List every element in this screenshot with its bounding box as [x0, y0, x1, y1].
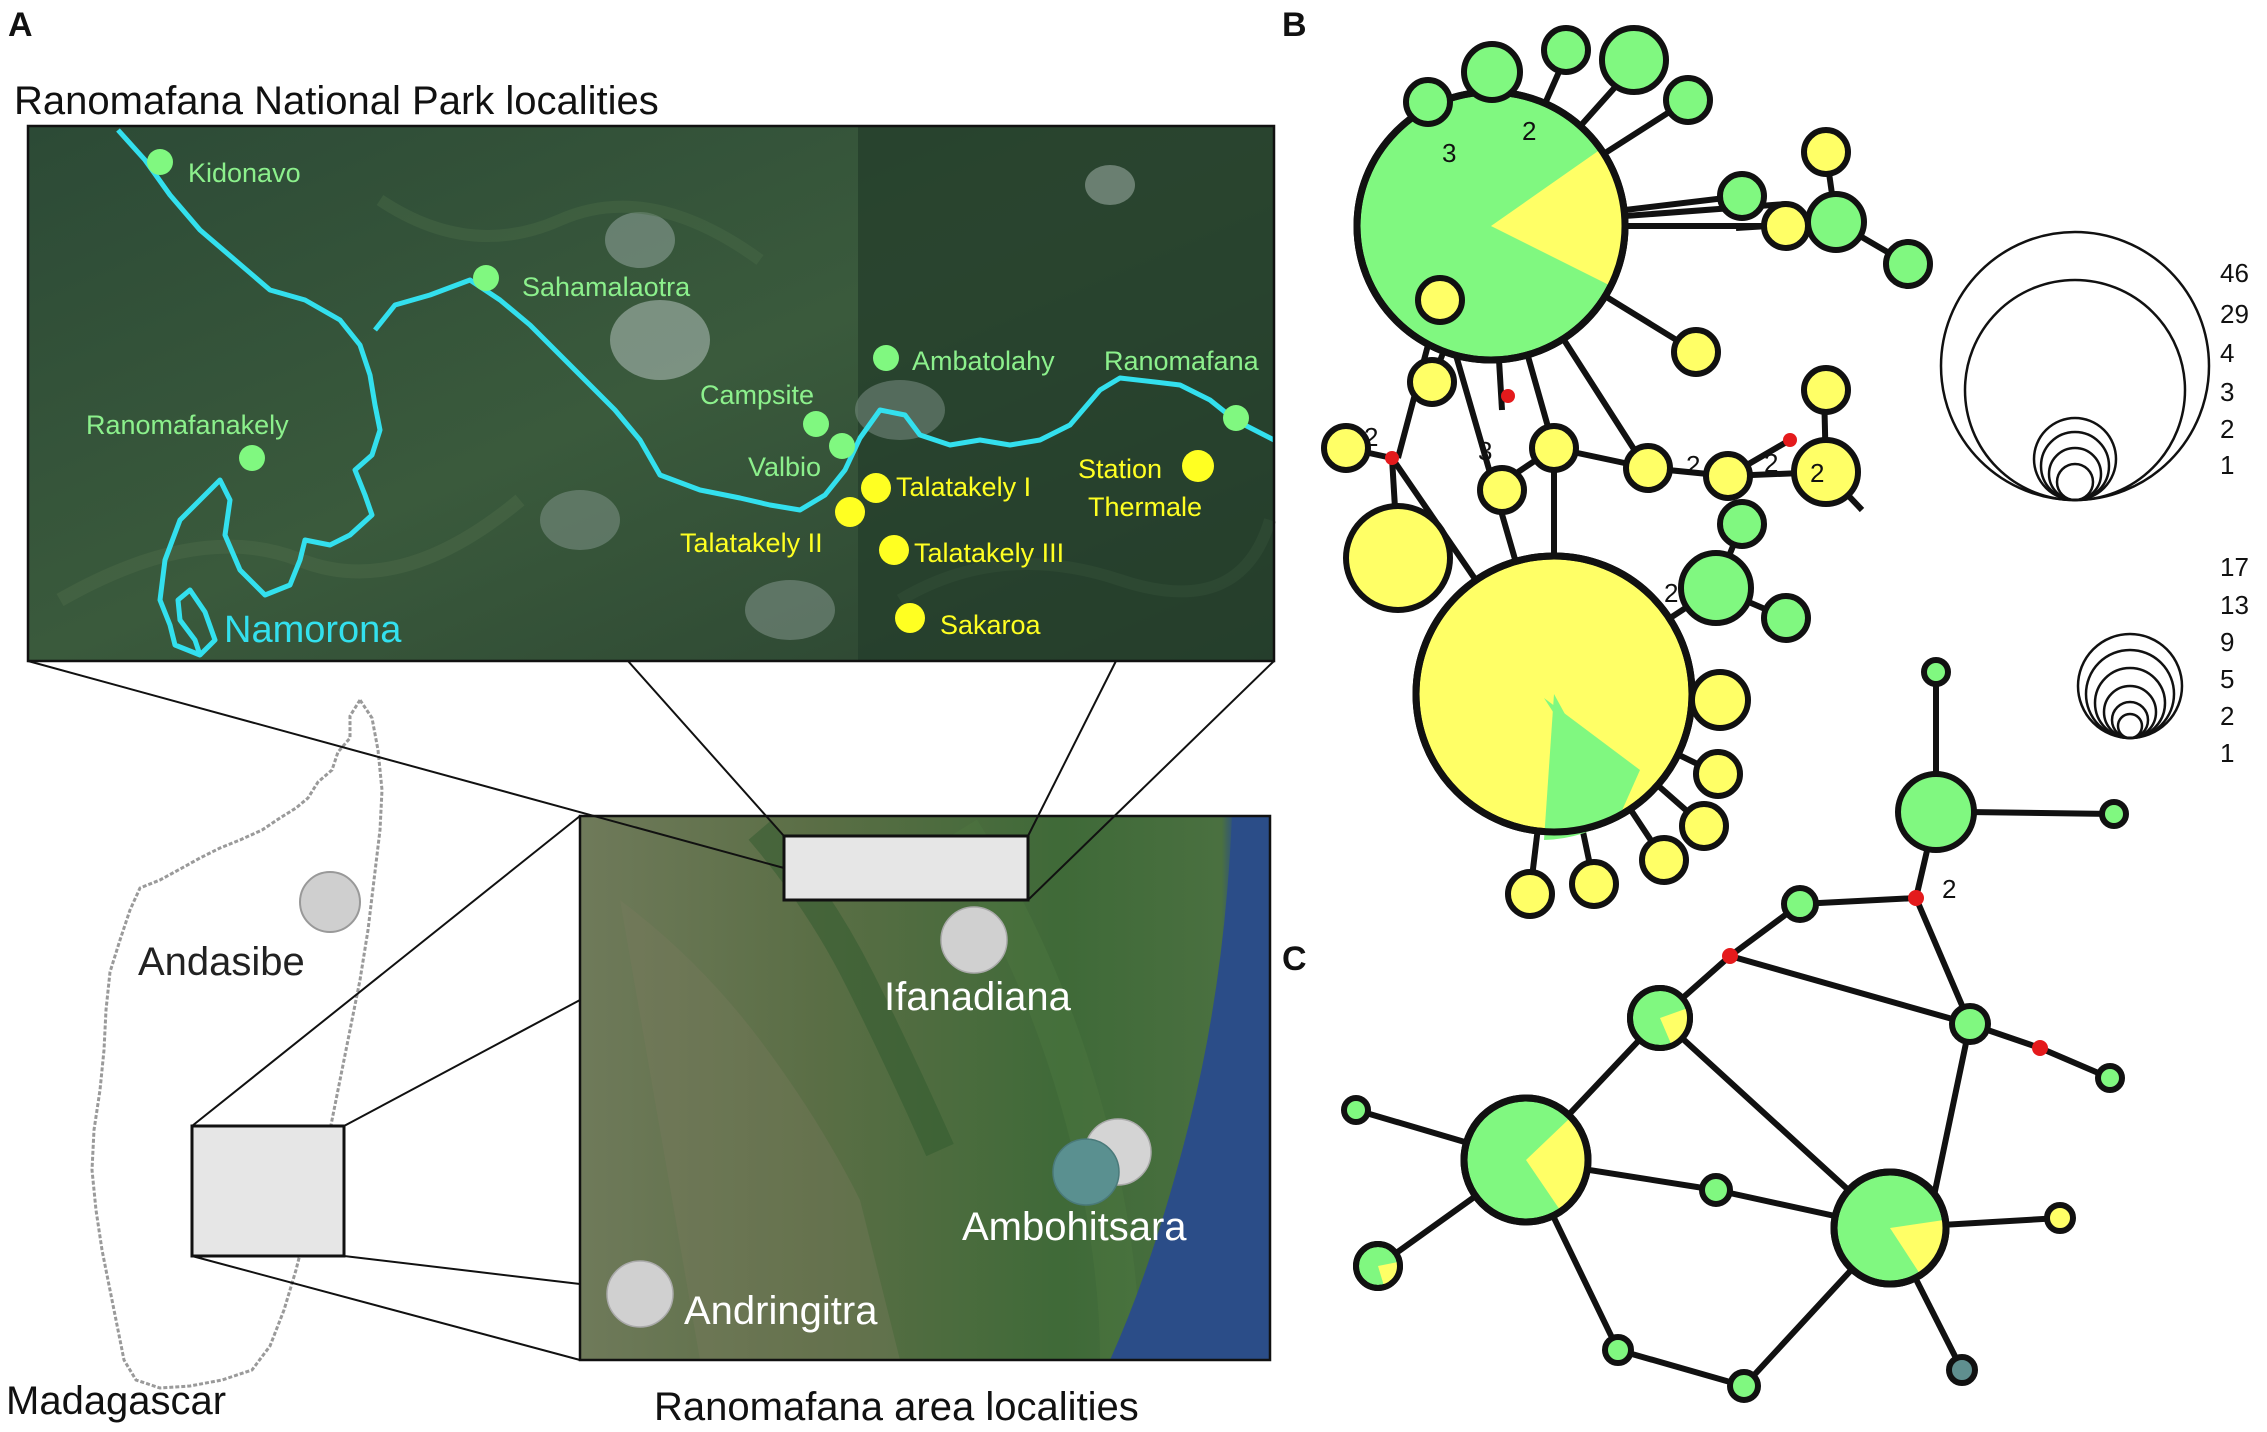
andasibe-dot: [299, 871, 361, 933]
legend-b-value: 3: [2220, 377, 2234, 407]
legend-c-value: 13: [2220, 590, 2249, 620]
panel-letter-a: A: [8, 6, 33, 44]
locality-talatakely-iii-dot: [879, 535, 909, 565]
locality-sahamalaotra-label: Sahamalaotra: [522, 272, 691, 302]
area-map-frame: [578, 814, 1272, 1362]
network-c: [1341, 657, 2129, 1403]
legend-c-value: 2: [2220, 701, 2234, 731]
madagascar-inset-box: [190, 1124, 346, 1258]
network-b-step-label: 3: [1442, 138, 1456, 168]
network-b-step-label: 2: [1522, 116, 1536, 146]
legend-c-value: 17: [2220, 552, 2249, 582]
locality-talatakely-iii-label: Talatakely III: [914, 538, 1064, 568]
locality-talatakely-ii-label: Talatakely II: [680, 528, 823, 558]
legend-c-value: 1: [2220, 738, 2234, 768]
locality-ranomafana-dot: [1223, 405, 1249, 431]
locality-ranomafana-label: Ranomafana: [1104, 346, 1260, 376]
area-map-title: Ranomafana area localities: [654, 1385, 1139, 1429]
locality-valbio-dot: [829, 433, 855, 459]
panel-letter-b: B: [1282, 6, 1307, 44]
locality-talatakely-i-label: Talatakely I: [896, 472, 1031, 502]
locality-sahamalaotra-dot: [473, 265, 499, 291]
green-localities: Kidonavo Sahamalaotra Ambatolahy Ranomaf…: [86, 149, 1260, 482]
locality-thermale-label: Thermale: [1088, 492, 1202, 522]
ifanadiana-dot: [940, 906, 1008, 974]
legend-c-circles: [2076, 632, 2184, 740]
locality-ambatolahy-label: Ambatolahy: [912, 346, 1055, 376]
locality-kidonavo-label: Kidonavo: [188, 158, 301, 188]
locality-sakaroa-label: Sakaroa: [940, 610, 1042, 640]
park-map-title: Ranomafana National Park localities: [14, 79, 659, 123]
legend-c-value: 5: [2220, 664, 2234, 694]
network-b: [1321, 25, 1933, 919]
andasibe-label: Andasibe: [138, 940, 305, 984]
network-b-step-label: 2: [1664, 578, 1678, 608]
area-map: [580, 816, 1270, 1361]
andringitra-dot: [606, 1260, 674, 1328]
network-b-step-label: 2: [1686, 450, 1700, 480]
river-label: Namorona: [224, 609, 402, 651]
locality-kidonavo-dot: [147, 149, 173, 175]
locality-station-label: Station: [1078, 454, 1162, 484]
locality-ranomafanakely-label: Ranomafanakely: [86, 410, 289, 440]
andringitra-label: Andringitra: [684, 1289, 878, 1333]
locality-ambatolahy-dot: [873, 345, 899, 371]
network-b-step-label: 2: [1364, 422, 1378, 452]
legend-b-value: 4: [2220, 338, 2234, 368]
ambohitsara-dot-teal: [1052, 1138, 1120, 1206]
locality-sakaroa-dot: [895, 603, 925, 633]
ifanadiana-label: Ifanadiana: [884, 975, 1072, 1019]
network-c-step-label: 2: [1942, 874, 1956, 904]
madagascar-label: Madagascar: [6, 1379, 226, 1423]
legend-b-circles: [1939, 230, 2211, 502]
legend-b-value: 29: [2220, 299, 2249, 329]
park-map-frame: [26, 124, 1276, 663]
locality-valbio-label: Valbio: [748, 452, 821, 482]
network-b-step-label: 2: [1764, 448, 1778, 478]
legend-b-value: 46: [2220, 258, 2249, 288]
locality-talatakely-i-dot: [861, 473, 891, 503]
legend-b-value: 1: [2220, 450, 2234, 480]
locality-ranomafanakely-dot: [239, 445, 265, 471]
yellow-localities: Talatakely I Talatakely II Talatakely II…: [680, 450, 1214, 640]
park-map: [28, 126, 1276, 661]
panel-letter-c: C: [1282, 940, 1307, 978]
area-inset-box: [782, 834, 1030, 902]
network-b-step-label: 3: [1478, 436, 1492, 466]
locality-station-thermale-dot: [1182, 450, 1214, 482]
locality-campsite-dot: [803, 411, 829, 437]
ambohitsara-label: Ambohitsara: [962, 1205, 1187, 1249]
namorona-river: [116, 128, 1276, 658]
madagascar-outline: [90, 697, 384, 1390]
zoom-connectors: [27, 660, 1275, 1361]
network-b-step-label: 2: [1810, 458, 1824, 488]
legend-b-value: 2: [2220, 414, 2234, 444]
legend-c-value: 9: [2220, 627, 2234, 657]
locality-talatakely-ii-dot: [835, 497, 865, 527]
locality-campsite-label: Campsite: [700, 380, 814, 410]
